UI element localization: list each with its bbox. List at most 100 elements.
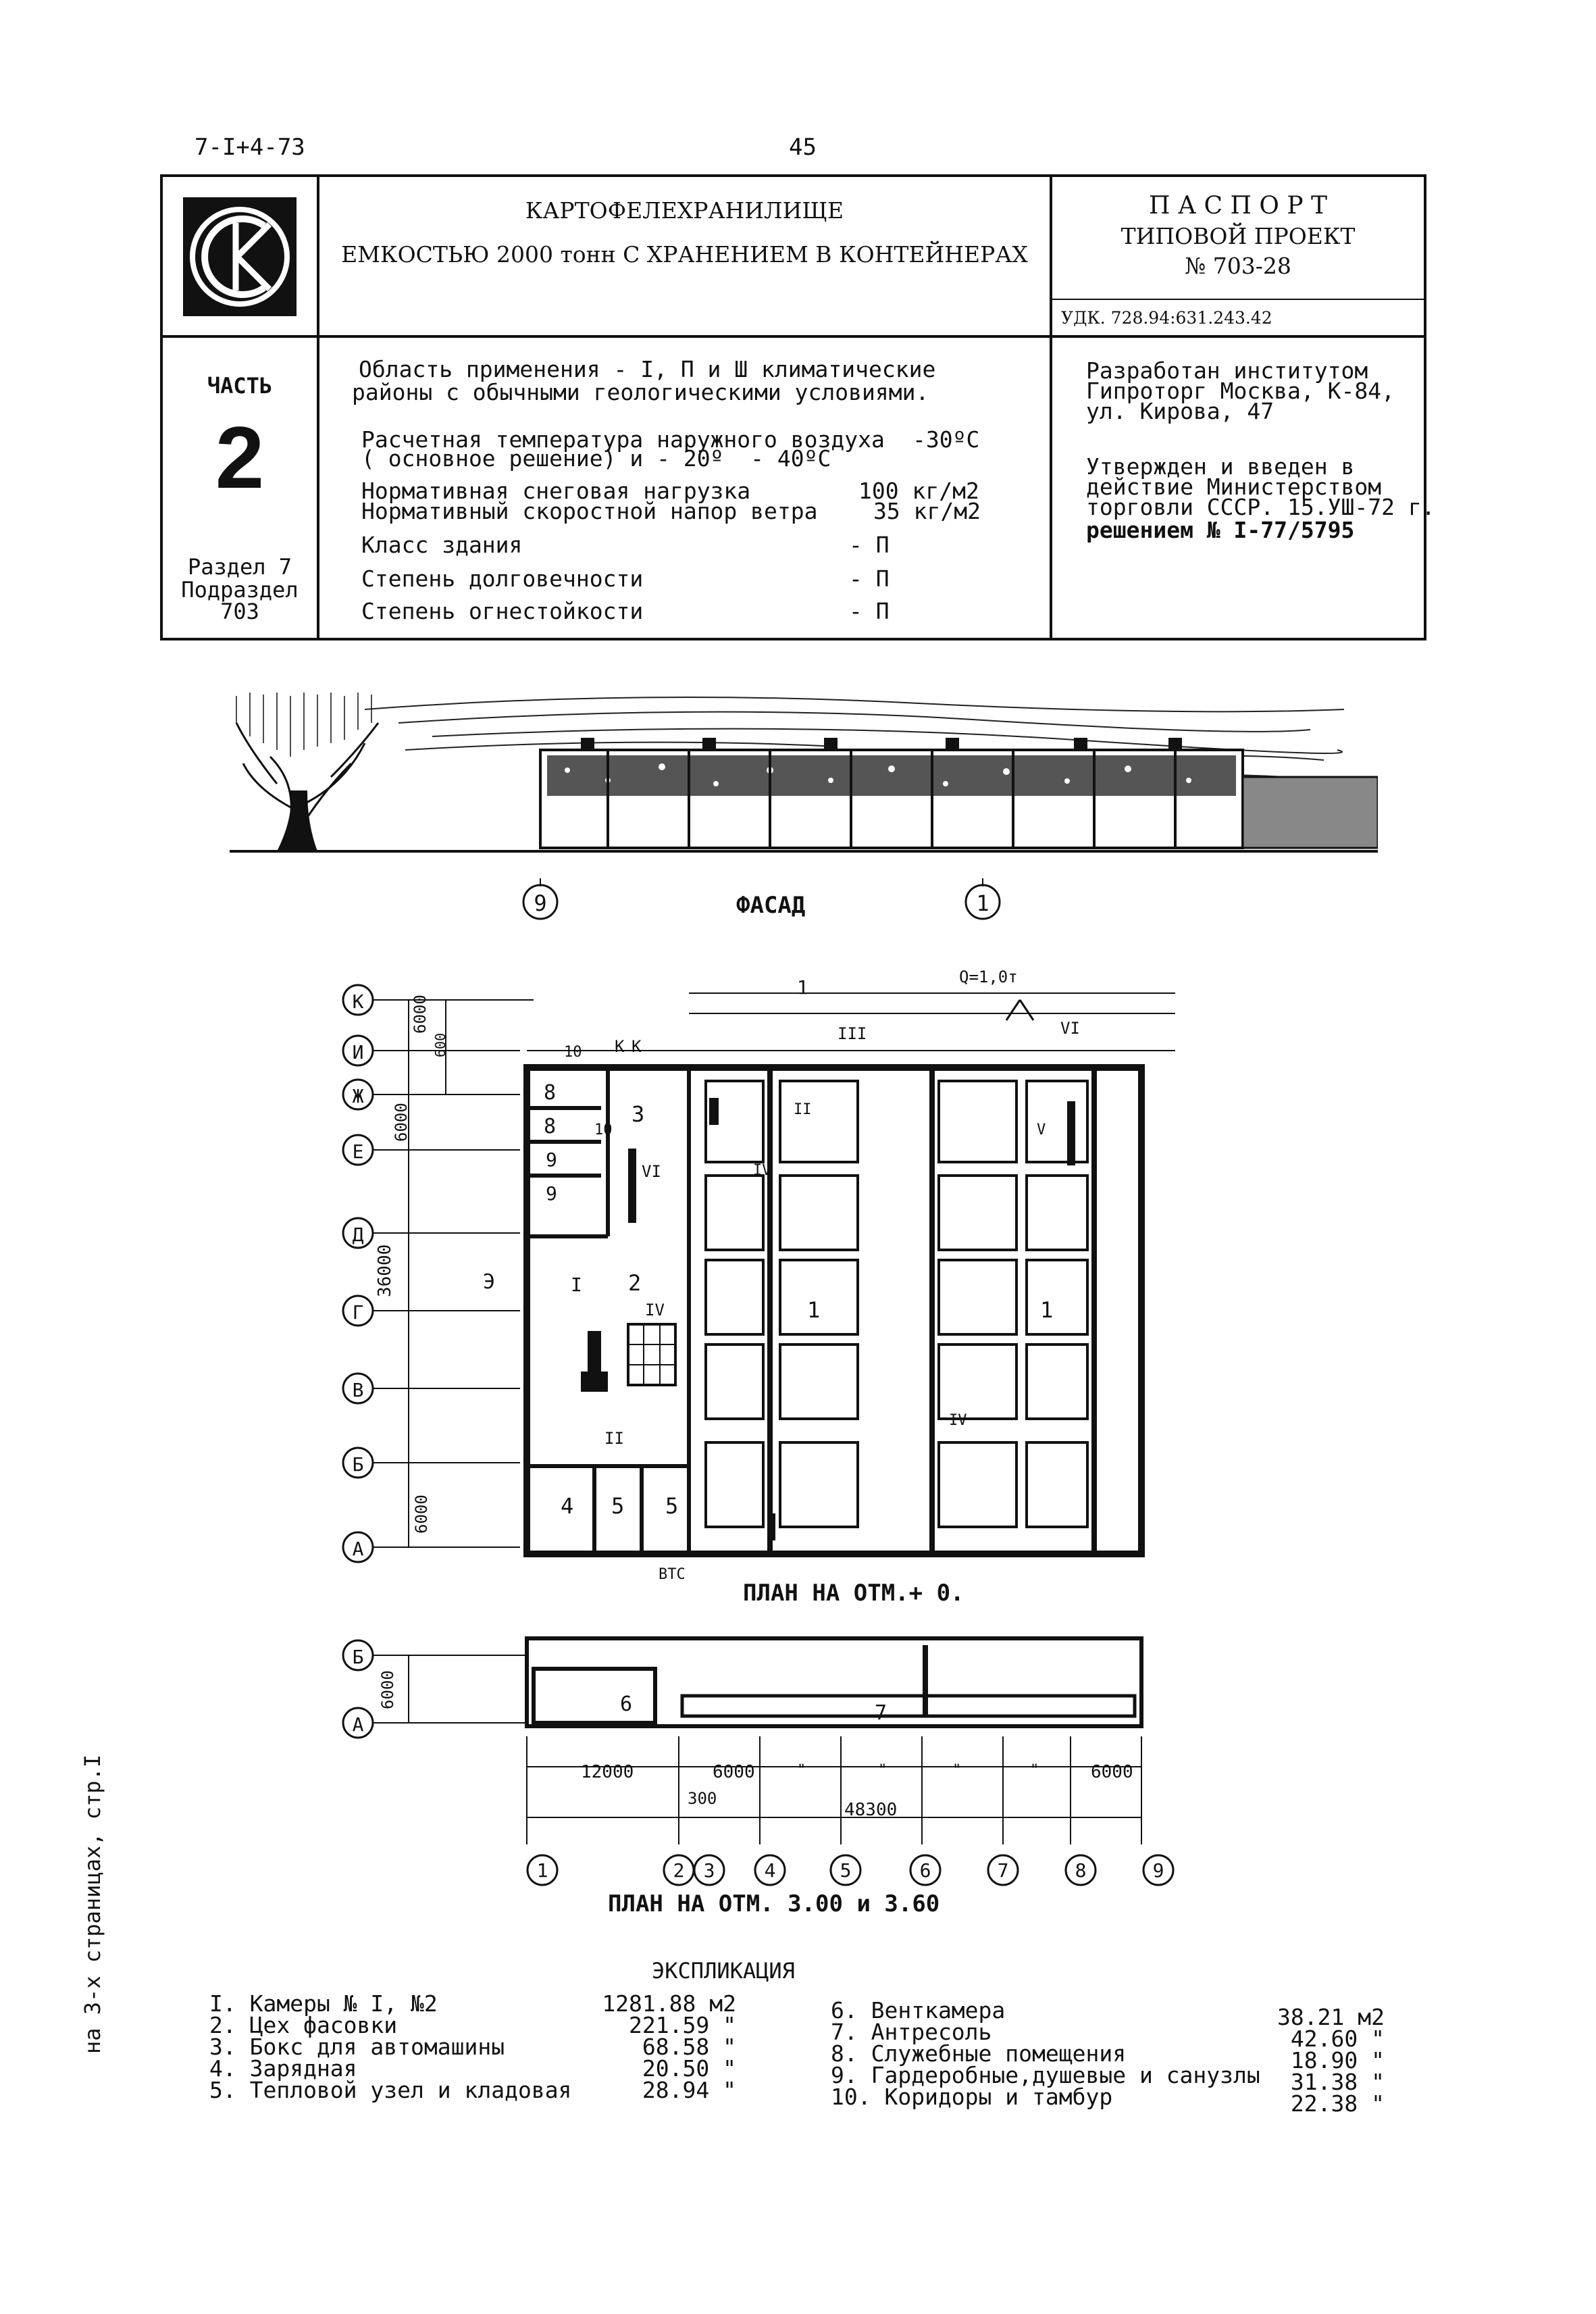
axis-B: Б	[352, 1453, 364, 1476]
col-axis-1: 1	[536, 1859, 548, 1882]
room-8-b: 8	[544, 1115, 557, 1138]
room-5-a: 5	[611, 1493, 625, 1519]
explication-item: 2. Цех фасовки	[209, 2012, 398, 2038]
explication-value: 68.58 "	[642, 2034, 736, 2060]
dim-48300: 48300	[844, 1800, 898, 1820]
approved-line-3: торговли СССР. 15.УШ-72 г.	[1086, 494, 1435, 520]
explication-right-list: 6. Венткамера 7. Антресоль 8. Служебные …	[831, 1997, 1260, 2108]
explication-title: ЭКСПЛИКАЦИЯ	[652, 1958, 795, 1984]
approved-line-1: Утвержден и введен в	[1086, 453, 1355, 480]
typical-project-label: ТИПОВОЙ ПРОЕКТ	[1121, 223, 1356, 249]
side-note: на 3-х страницах, стр.I	[80, 1754, 105, 2054]
room-2: 2	[628, 1270, 642, 1296]
mark-II-lower: II	[604, 1429, 624, 1448]
explication-value: 31.38 "	[1290, 2069, 1385, 2095]
explication-item: 4. Зарядная	[209, 2055, 357, 2082]
sk-logo	[183, 197, 297, 316]
axis-A: А	[352, 1538, 364, 1560]
developer-line-3: ул. Кирова, 47	[1086, 398, 1275, 424]
project-title: КАРТОФЕЛЕХРАНИЛИЩЕ	[525, 197, 844, 224]
explication-value: 1281.88 м2	[602, 1990, 736, 2017]
col-axis-2: 2	[673, 1859, 685, 1882]
explication-left-list: I. Камеры № I, №2 2. Цех фасовки 3. Бокс…	[209, 1990, 572, 2103]
building-class-value: - П	[849, 532, 890, 558]
room-5-b: 5	[665, 1493, 679, 1519]
explication-value: 38.21 м2	[1277, 2004, 1385, 2030]
dim-6000-a: 6000	[713, 1762, 755, 1782]
facade-axis-left: 9	[534, 890, 547, 916]
part-number: 2	[215, 408, 265, 507]
mark-IV-left: IV	[645, 1301, 665, 1319]
subsection-label: Подраздел	[181, 577, 299, 603]
mark-VI-left: VI	[642, 1162, 661, 1181]
dim-6000-zhe: 6000	[392, 1103, 411, 1142]
subsection-number: 703	[220, 599, 259, 624]
entry-mark: Э	[483, 1270, 496, 1294]
mark-V: V	[1037, 1122, 1046, 1138]
col-axis-5: 5	[840, 1859, 852, 1882]
mark-III: III	[838, 1024, 867, 1043]
project-number: № 703-28	[1185, 253, 1291, 279]
btc-label: ВТС	[659, 1566, 686, 1583]
explication-value: 221.59 "	[629, 2012, 736, 2038]
wind-load-label: Нормативный скоростной напор ветра	[361, 498, 818, 524]
durability-label: Степень долговечности	[361, 565, 644, 592]
mark-IV-center: IV	[753, 1162, 771, 1179]
document-code: 7-I+4-73	[195, 134, 305, 161]
room-4: 4	[561, 1493, 574, 1519]
room-9-b: 9	[546, 1182, 557, 1205]
mark-I: I	[571, 1274, 582, 1296]
upper-plan-caption: ПЛАН НА ОТМ. 3.00 и 3.60	[608, 1890, 940, 1917]
section-mark-top: 1	[797, 976, 808, 999]
page-number: 45	[789, 134, 817, 161]
explication-value: 42.60 "	[1290, 2026, 1385, 2052]
room-7: 7	[875, 1701, 887, 1725]
application-line-2: районы с обычными геологическими условия…	[352, 379, 929, 405]
explication-item: 6. Венткамера	[831, 1997, 1006, 2023]
explication-value: 20.50 "	[642, 2055, 736, 2082]
col-axis-8: 8	[1075, 1859, 1087, 1882]
axis-E: Е	[352, 1140, 364, 1163]
room-6: 6	[620, 1692, 633, 1716]
mark-IV-right: IV	[949, 1412, 967, 1429]
temperature-label: Расчетная температура наружного воздуха	[361, 426, 885, 453]
fire-resistance-label: Степень огнестойкости	[361, 598, 644, 624]
explication-item: 5. Тепловой узел и кладовая	[209, 2077, 572, 2103]
upper-axis-A: А	[352, 1713, 364, 1736]
explication-value: 28.94 "	[642, 2077, 736, 2103]
ground-plan-caption: ПЛАН НА ОТМ.+ 0.	[743, 1580, 964, 1607]
dim-12000: 12000	[581, 1762, 634, 1782]
room-1-right: 1	[1040, 1297, 1054, 1323]
dim-ditto-3: "	[952, 1762, 962, 1779]
explication-item: 7. Антресоль	[831, 2019, 992, 2045]
developer-line-2: Гипроторг Москва, К-84,	[1086, 378, 1395, 404]
mark-II-upper: II	[794, 1101, 812, 1118]
explication-item: 3. Бокс для автомашины	[209, 2034, 505, 2060]
temperature-range: ( основное решение) и - 20º - 40ºC	[361, 445, 831, 472]
snow-load-label: Нормативная снеговая нагрузка	[361, 478, 751, 504]
mark-K-2: К	[632, 1037, 642, 1056]
crane-capacity: Q=1,0т	[959, 967, 1018, 986]
room-10-top: 10	[564, 1044, 582, 1061]
dim-ditto-2: "	[878, 1762, 887, 1779]
dim-300: 300	[688, 1789, 717, 1808]
project-subtitle: ЕМКОСТЬЮ 2000 тонн С ХРАНЕНИЕМ В КОНТЕЙН…	[341, 241, 1028, 268]
passport-label: П А С П О Р Т	[1148, 192, 1327, 220]
explication-item: 9. Гардеробные,душевые и санузлы	[831, 2062, 1260, 2088]
building-class-label: Класс здания	[361, 532, 523, 558]
dim-ditto-4: "	[1030, 1762, 1039, 1779]
explication-item: I. Камеры № I, №2	[209, 1990, 438, 2017]
approved-line-2: действие Министерством	[1086, 474, 1382, 500]
axis-K: К	[352, 990, 364, 1013]
axis-V: В	[352, 1379, 364, 1401]
room-1-left: 1	[807, 1297, 821, 1323]
mark-K-1: К	[615, 1037, 625, 1056]
explication-value: 18.90 "	[1290, 2047, 1385, 2073]
upper-dim-6000: 6000	[378, 1670, 397, 1709]
mark-VI-right: VI	[1060, 1019, 1080, 1038]
dim-36000: 36000	[375, 1244, 395, 1297]
axis-G: Г	[352, 1301, 364, 1324]
facade-drawing	[230, 693, 1378, 853]
snow-load-value: 100 кг/м2	[858, 478, 979, 504]
col-axis-7: 7	[997, 1859, 1009, 1882]
